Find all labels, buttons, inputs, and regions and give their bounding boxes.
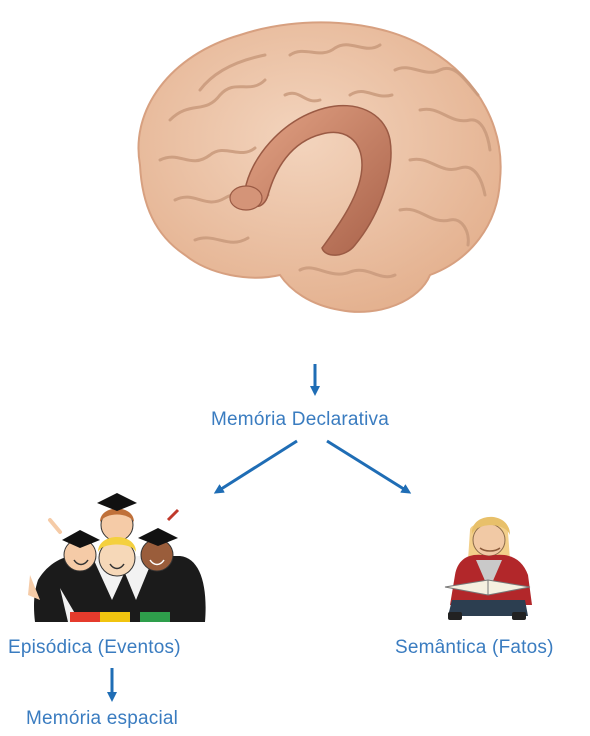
hippocampus-head xyxy=(230,186,262,210)
reader-illustration xyxy=(445,517,532,620)
brain-illustration xyxy=(138,22,500,312)
arrow-declarativa-to-semantica xyxy=(327,441,407,491)
node-semantica: Semântica (Fatos) xyxy=(395,637,554,659)
graduates-illustration xyxy=(28,493,206,622)
node-memoria-espacial: Memória espacial xyxy=(26,708,178,730)
node-memoria-declarativa: Memória Declarativa xyxy=(211,409,389,431)
arrow-declarativa-to-episodica xyxy=(218,441,297,491)
node-episodica: Episódica (Eventos) xyxy=(8,637,181,659)
